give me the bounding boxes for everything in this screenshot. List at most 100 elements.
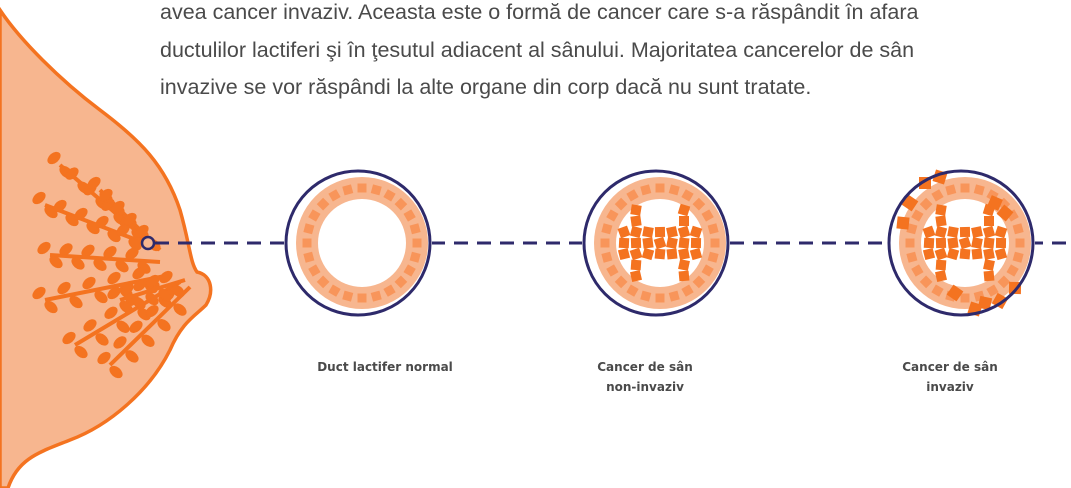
epithelial-cell bbox=[911, 209, 924, 222]
epithelial-cell bbox=[409, 251, 421, 263]
lobule bbox=[57, 281, 71, 295]
cancer-cell bbox=[629, 247, 643, 261]
cancer-cell bbox=[641, 247, 655, 261]
lobule bbox=[119, 300, 133, 314]
lobule bbox=[132, 266, 146, 280]
epithelial-cell bbox=[328, 189, 341, 202]
invading-cell bbox=[987, 195, 1003, 211]
lobule bbox=[49, 255, 63, 269]
epithelial-cell bbox=[302, 238, 312, 248]
epithelial-cell bbox=[911, 264, 924, 277]
invading-cell bbox=[946, 284, 964, 302]
cancer-cell bbox=[630, 259, 642, 271]
caption-invasive: Cancer de sân invaziv bbox=[895, 357, 1005, 397]
cancer-cell bbox=[935, 237, 947, 249]
non-invasive-cancer-cross-section bbox=[582, 169, 730, 317]
lobule bbox=[128, 237, 142, 251]
lobule bbox=[59, 243, 73, 256]
cancer-cell bbox=[630, 237, 642, 249]
lobule bbox=[104, 306, 118, 319]
intro-line-2: ductulilor lactiferi şi în ţesutul adiac… bbox=[160, 37, 915, 62]
epithelial-cell bbox=[931, 284, 944, 297]
lobule bbox=[97, 351, 111, 365]
lobule bbox=[65, 167, 79, 180]
breast-illustration bbox=[0, 6, 213, 488]
cancer-cell bbox=[935, 204, 947, 216]
epithelial-cell bbox=[681, 189, 694, 202]
cancer-cell bbox=[971, 226, 983, 238]
epithelial-cell bbox=[383, 284, 396, 297]
cancer-cell bbox=[994, 225, 1008, 239]
epithelial-cell bbox=[668, 290, 680, 302]
cancer-cell bbox=[982, 225, 996, 239]
mammary-lobules bbox=[32, 151, 192, 379]
epithelial-cell bbox=[316, 197, 330, 211]
lobule bbox=[74, 345, 88, 359]
cancer-cell bbox=[617, 225, 631, 239]
epithelial-cell bbox=[1012, 251, 1024, 263]
epithelial-cell bbox=[707, 251, 719, 263]
cancer-cell bbox=[630, 204, 642, 216]
epithelial-cell bbox=[316, 275, 330, 289]
duct-branch bbox=[49, 253, 161, 264]
cancer-cell bbox=[689, 225, 703, 239]
caption-normal-line-1: Duct lactifer normal bbox=[317, 360, 453, 374]
lobule bbox=[94, 290, 108, 304]
lobule bbox=[145, 305, 159, 318]
cross-section-outline bbox=[887, 169, 1035, 317]
epithelial-cell bbox=[655, 183, 665, 193]
lobule bbox=[87, 176, 101, 190]
epithelial-cell bbox=[906, 223, 918, 235]
caption-non-invasive: Cancer de sân non-invaziv bbox=[585, 357, 705, 397]
lobule bbox=[133, 278, 147, 292]
cancer-cell bbox=[678, 259, 690, 271]
epithelial-cell bbox=[701, 209, 714, 222]
breast-shape bbox=[0, 6, 213, 488]
cancer-cell bbox=[677, 225, 691, 239]
cancer-cell bbox=[666, 226, 678, 238]
cancer-cell bbox=[678, 237, 690, 249]
cancer-cell bbox=[629, 225, 643, 239]
cancer-cell bbox=[678, 248, 690, 260]
lobule bbox=[107, 286, 121, 300]
cancer-cell bbox=[922, 247, 936, 261]
cancer-cell bbox=[971, 237, 983, 249]
caption-non-invasive-line-1: Cancer de sân bbox=[597, 360, 693, 374]
epithelial-cell bbox=[601, 251, 613, 263]
cancer-cell bbox=[618, 237, 630, 249]
duct-branch bbox=[119, 278, 186, 302]
cancer-cell bbox=[995, 237, 1007, 249]
lobule bbox=[157, 319, 171, 332]
cross-section-outline bbox=[284, 169, 432, 317]
epithelial-cell bbox=[357, 293, 367, 303]
epithelial-cell bbox=[394, 197, 408, 211]
lobule bbox=[116, 320, 130, 333]
lobule bbox=[74, 207, 88, 221]
epithelial-cell bbox=[342, 290, 354, 302]
lobule bbox=[109, 365, 123, 379]
epithelial-cell bbox=[403, 264, 416, 277]
epithelial-cell bbox=[626, 189, 639, 202]
epithelial-cell bbox=[626, 284, 639, 297]
epithelial-cell bbox=[606, 264, 619, 277]
epithelial-cell bbox=[707, 223, 719, 235]
cancer-cell bbox=[935, 270, 947, 282]
lobule bbox=[83, 319, 97, 332]
epithelial-cell bbox=[328, 284, 341, 297]
epithelial-cell bbox=[412, 238, 422, 248]
epithelial-cell bbox=[986, 284, 999, 297]
epithelial-cell bbox=[1015, 238, 1025, 248]
epithelial-cell bbox=[601, 223, 613, 235]
invasive-cancer-cross-section bbox=[887, 169, 1035, 317]
intro-paragraph: avea cancer invaziv. Aceasta este o form… bbox=[160, 0, 1065, 107]
lobule bbox=[129, 320, 143, 333]
lobule bbox=[95, 333, 109, 346]
cancer-cell bbox=[923, 237, 935, 249]
intro-line-3: invazive se vor răspândi la alte organe … bbox=[160, 75, 812, 99]
epithelial-cell bbox=[905, 238, 915, 248]
epithelial-cell bbox=[606, 209, 619, 222]
lobule bbox=[173, 303, 187, 316]
cancer-cell bbox=[630, 270, 642, 282]
caption-normal-duct: Duct lactifer normal bbox=[300, 357, 470, 377]
